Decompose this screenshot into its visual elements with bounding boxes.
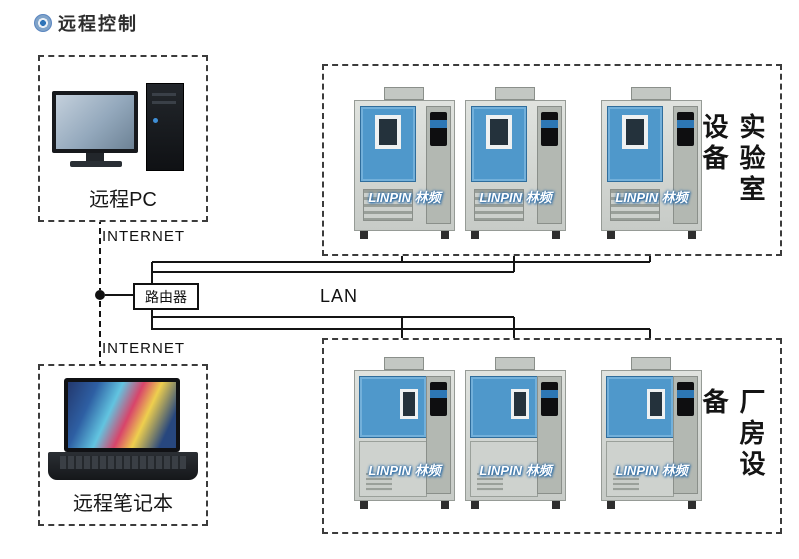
chamber-control-panel <box>673 376 698 494</box>
chamber-vent-grille <box>366 473 392 491</box>
chamber-lower-cabinet <box>359 441 427 497</box>
factory-test-chamber: LINPIN 林频 <box>463 357 568 509</box>
brand-watermark: LINPIN 林频 <box>615 190 688 205</box>
chamber-viewport-window <box>647 389 665 419</box>
pc-monitor-base <box>70 161 122 167</box>
router-label: 路由器 <box>145 288 187 305</box>
brand-watermark: LINPIN 林频 <box>479 463 552 478</box>
chamber-door <box>359 376 427 438</box>
chamber-door <box>606 376 674 438</box>
remote-control-icon <box>34 14 52 32</box>
chamber-foot <box>471 501 479 509</box>
chamber-foot <box>471 231 479 239</box>
chamber-viewport-window <box>622 115 648 149</box>
chamber-viewport-window <box>511 389 529 419</box>
chamber-top-unit <box>384 87 424 100</box>
chamber-vent-grille <box>477 473 503 491</box>
chamber-lower-cabinet <box>606 441 674 497</box>
chamber-foot <box>552 501 560 509</box>
brand-watermark: LINPIN 林频 <box>615 463 688 478</box>
chamber-vent-grille <box>474 189 524 221</box>
chamber-foot <box>552 231 560 239</box>
pc-tower <box>146 83 184 171</box>
brand-watermark: LINPIN 林频 <box>479 190 552 205</box>
lab-test-chamber: LINPIN 林频 <box>599 87 704 239</box>
chamber-door <box>471 106 527 182</box>
chamber-top-unit <box>495 87 535 100</box>
laptop-base <box>48 452 198 480</box>
chamber-control-panel <box>426 376 451 494</box>
factory-equipment-group: LINPIN 林频 LINPIN 林频 <box>322 338 782 534</box>
chamber-viewport-window <box>486 115 512 149</box>
chamber-control-panel <box>537 106 562 224</box>
chamber-door <box>607 106 663 182</box>
laptop-keyboard <box>60 456 186 469</box>
chamber-foot <box>607 501 615 509</box>
chamber-vent-grille <box>363 189 413 221</box>
remote-laptop-label: 远程笔记本 <box>73 493 173 515</box>
pc-tower-drive-slot <box>152 101 176 104</box>
lab-test-chamber: LINPIN 林频 <box>352 87 457 239</box>
pc-monitor-screen <box>56 95 134 149</box>
lan-label: LAN <box>320 286 359 306</box>
chamber-controller-screen <box>677 382 694 416</box>
chamber-controller-screen <box>677 112 694 146</box>
pc-monitor <box>52 91 138 153</box>
chamber-foot <box>688 231 696 239</box>
chamber-body <box>354 370 455 501</box>
remote-pc-box: 远程PC <box>38 55 208 222</box>
chamber-control-panel <box>426 106 451 224</box>
remote-laptop-box: 远程笔记本 <box>38 364 208 526</box>
page-title: 远程控制 <box>34 10 138 36</box>
brand-watermark: LINPIN 林频 <box>368 190 441 205</box>
router-node: 路由器 <box>133 283 199 310</box>
pc-tower-drive-slot <box>152 93 176 96</box>
chamber-body <box>354 100 455 231</box>
laptop-screen <box>64 378 180 452</box>
laptop-display <box>68 382 176 448</box>
chamber-lower-cabinet <box>470 441 538 497</box>
chamber-vent-grille <box>613 473 639 491</box>
chamber-controller-screen <box>541 112 558 146</box>
chamber-control-panel <box>673 106 698 224</box>
chamber-controller-screen <box>430 382 447 416</box>
chamber-door <box>360 106 416 182</box>
chamber-top-unit <box>495 357 535 370</box>
chamber-foot <box>360 501 368 509</box>
pc-power-light <box>153 118 158 123</box>
chamber-viewport-window <box>400 389 418 419</box>
chamber-body <box>465 100 566 231</box>
chamber-foot <box>607 231 615 239</box>
chamber-top-unit <box>631 357 671 370</box>
chamber-foot <box>360 231 368 239</box>
chamber-controller-screen <box>541 382 558 416</box>
chamber-foot <box>441 501 449 509</box>
chamber-foot <box>441 231 449 239</box>
chamber-body <box>601 370 702 501</box>
chamber-top-unit <box>631 87 671 100</box>
lab-equipment-group: LINPIN 林频 LINPIN 林频 <box>322 64 782 256</box>
brand-watermark: LINPIN 林频 <box>368 463 441 478</box>
chamber-controller-screen <box>430 112 447 146</box>
junction-dot <box>95 290 105 300</box>
chamber-foot <box>688 501 696 509</box>
chamber-control-panel <box>537 376 562 494</box>
chamber-body <box>465 370 566 501</box>
factory-group-label: 厂房设备 <box>699 388 766 481</box>
page-title-text: 远程控制 <box>58 14 138 34</box>
internet-label-top: INTERNET <box>102 228 185 245</box>
remote-pc-label: 远程PC <box>89 189 157 211</box>
factory-test-chamber: LINPIN 林频 <box>352 357 457 509</box>
chamber-body <box>601 100 702 231</box>
chamber-viewport-window <box>375 115 401 149</box>
lab-test-chamber: LINPIN 林频 <box>463 87 568 239</box>
lab-group-label: 实验室设备 <box>699 113 766 206</box>
chamber-vent-grille <box>610 189 660 221</box>
internet-label-bottom: INTERNET <box>102 340 185 357</box>
chamber-door <box>470 376 538 438</box>
pc-monitor-stand <box>86 153 104 162</box>
factory-test-chamber: LINPIN 林频 <box>599 357 704 509</box>
chamber-top-unit <box>384 357 424 370</box>
